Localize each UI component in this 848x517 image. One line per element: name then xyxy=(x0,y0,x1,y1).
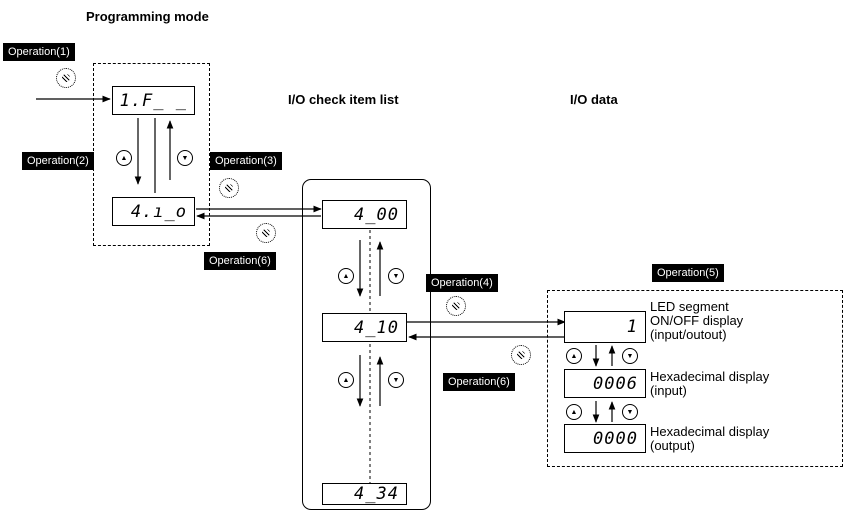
operation-5-label: Operation(5) xyxy=(652,264,724,282)
display-1f: 1.F_ _ xyxy=(112,86,195,115)
function-data-key-icon xyxy=(256,223,276,243)
display-led-segment: 1 xyxy=(564,311,646,343)
function-data-key-icon xyxy=(219,178,239,198)
operation-3-label: Operation(3) xyxy=(210,152,282,170)
display-hex-output: 0000 xyxy=(564,424,646,453)
hex-output-description-line-2: (output) xyxy=(650,438,695,453)
down-arrow-key-icon: ▼ xyxy=(388,268,404,284)
operation-1-label: Operation(1) xyxy=(3,43,75,61)
operation-6-label-bottom: Operation(6) xyxy=(443,373,515,391)
led-description-line-1: LED segment xyxy=(650,299,729,314)
io-data-frame xyxy=(547,290,843,467)
item-list-frame xyxy=(302,179,431,510)
hex-output-description: Hexadecimal display (output) xyxy=(650,425,769,453)
hex-input-description-line-1: Hexadecimal display xyxy=(650,369,770,384)
operation-2-label: Operation(2) xyxy=(22,152,94,170)
hex-output-description-line-1: Hexadecimal display xyxy=(650,424,770,439)
display-4io: 4.ı_o xyxy=(112,197,195,226)
function-data-key-icon xyxy=(511,345,531,365)
operation-4-label: Operation(4) xyxy=(426,274,498,292)
display-item-400: 4_00 xyxy=(322,200,407,229)
up-arrow-key-icon: ▲ xyxy=(338,372,354,388)
up-arrow-key-icon: ▲ xyxy=(116,150,132,166)
up-arrow-key-icon: ▲ xyxy=(566,404,582,420)
led-description-line-3: (input/outout) xyxy=(650,327,727,342)
display-hex-input: 0006 xyxy=(564,369,646,398)
led-description-line-2: ON/OFF display xyxy=(650,313,744,328)
up-arrow-key-icon: ▲ xyxy=(566,348,582,364)
hex-input-description: Hexadecimal display (input) xyxy=(650,370,769,398)
up-arrow-key-icon: ▲ xyxy=(338,268,354,284)
hex-input-description-line-2: (input) xyxy=(650,383,687,398)
down-arrow-key-icon: ▼ xyxy=(622,404,638,420)
display-item-434: 4_34 xyxy=(322,483,407,505)
function-data-key-icon xyxy=(446,296,466,316)
display-item-410: 4_10 xyxy=(322,313,407,342)
operation-6-label-top: Operation(6) xyxy=(204,252,276,270)
function-data-key-icon xyxy=(56,68,76,88)
io-check-item-list-heading: I/O check item list xyxy=(288,92,399,107)
led-description: LED segment ON/OFF display (input/outout… xyxy=(650,300,743,342)
down-arrow-key-icon: ▼ xyxy=(177,150,193,166)
down-arrow-key-icon: ▼ xyxy=(388,372,404,388)
down-arrow-key-icon: ▼ xyxy=(622,348,638,364)
io-data-heading: I/O data xyxy=(570,92,618,107)
programming-mode-heading: Programming mode xyxy=(86,9,209,24)
